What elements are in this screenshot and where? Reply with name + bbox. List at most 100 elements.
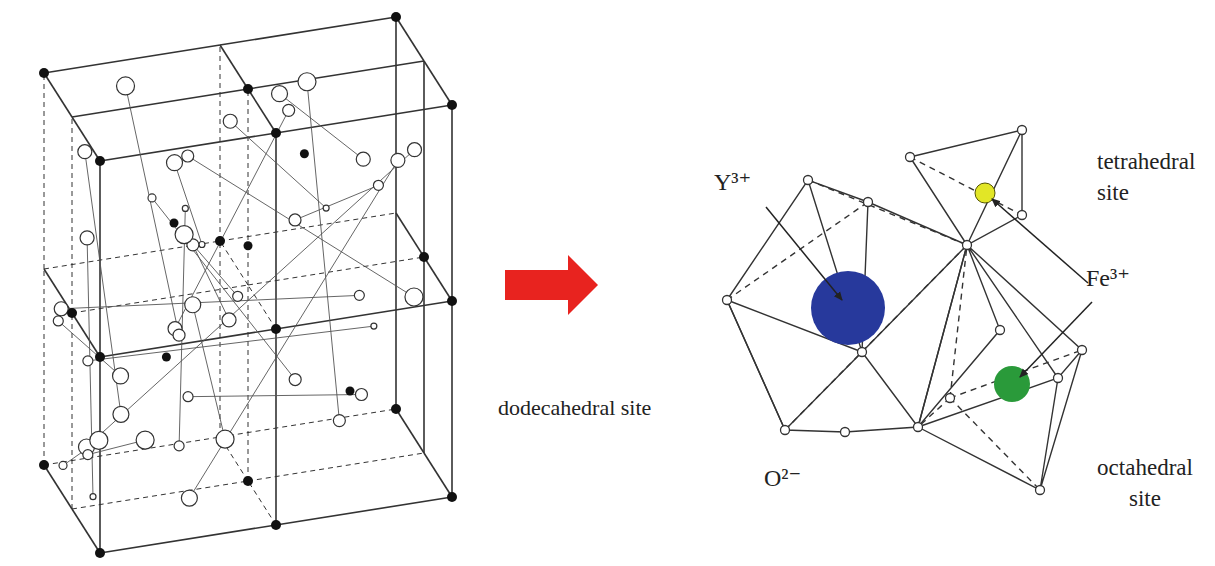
lattice-edge — [220, 45, 248, 89]
ion-open-circle — [391, 153, 405, 167]
red-arrow — [505, 255, 598, 315]
oxygen-ions — [723, 126, 1087, 495]
lattice-dot — [271, 128, 281, 138]
oxygen-vertex — [996, 326, 1005, 335]
ion-open-circle — [181, 490, 197, 506]
lattice-dot — [67, 308, 77, 318]
lattice-dot — [39, 68, 49, 78]
ion-open-circle — [117, 77, 135, 95]
ion-open-circle — [222, 313, 236, 327]
lattice-edge — [44, 73, 72, 117]
ion-open-circle — [182, 205, 188, 211]
bond-line — [86, 150, 414, 447]
lattice-edge — [220, 213, 396, 241]
lattice-edge — [220, 241, 221, 437]
ion-open-circle — [185, 297, 201, 313]
lattice-edge — [276, 105, 452, 133]
lattice-dot — [170, 219, 179, 228]
bond-line — [230, 121, 326, 208]
lattice-edge — [423, 61, 425, 257]
lattice-dot — [346, 387, 355, 396]
ion-open-circle — [199, 242, 205, 248]
lattice-dot — [447, 296, 457, 306]
oxygen-vertex — [1078, 346, 1087, 355]
ion-open-circle — [173, 329, 185, 341]
ion-open-circle — [373, 180, 383, 190]
ion-open-circle — [223, 114, 237, 128]
lattice-edge — [248, 481, 276, 525]
lattice-edge — [396, 17, 424, 61]
lattice-edge — [395, 17, 397, 213]
lattice-edge — [72, 509, 100, 553]
lattice-edge — [44, 45, 220, 73]
ion-open-circle — [174, 441, 184, 451]
lattice-edge — [248, 285, 249, 481]
lattice-dot — [215, 236, 225, 246]
bond-line — [88, 326, 374, 361]
lattice-dot — [243, 476, 253, 486]
ion-open-circle — [356, 152, 370, 166]
fe-ion-tetrahedral — [975, 183, 995, 203]
oxygen-vertex — [914, 423, 923, 432]
lattice-edge — [424, 453, 452, 497]
ion-open-circle — [54, 302, 68, 316]
ion-open-circle — [298, 73, 316, 91]
lattice-edge — [44, 437, 220, 465]
oxygen-vertex — [906, 153, 915, 162]
bond-line — [126, 86, 180, 335]
oxygen-vertex — [864, 198, 873, 207]
bond-line — [175, 110, 289, 328]
ion-open-circle — [78, 145, 92, 159]
lattice-dot — [419, 252, 429, 262]
ion-open-circle — [233, 291, 243, 301]
ion-open-circle — [333, 415, 345, 427]
ion-open-circle — [90, 431, 108, 449]
bond-line — [295, 185, 378, 220]
lattice-edge — [396, 409, 424, 453]
ion-open-circle — [405, 288, 423, 306]
ion-open-circle — [289, 374, 301, 386]
bond-line — [175, 163, 202, 245]
ion-open-circle — [59, 461, 67, 469]
lattice-edge — [248, 453, 424, 481]
lattice-edge — [423, 257, 425, 453]
oxygen-vertex — [1054, 374, 1063, 383]
ion-open-circle — [80, 231, 94, 245]
lattice-dot — [95, 352, 105, 362]
site-label: dodecahedral site — [498, 393, 651, 423]
ion-open-circle — [113, 406, 129, 422]
lattice-edge — [99, 357, 101, 553]
lattice-dot — [95, 156, 105, 166]
lattice-dot — [271, 520, 281, 530]
ion-open-circle — [175, 226, 193, 244]
oxygen-vertex — [946, 394, 955, 403]
lattice-edge — [220, 17, 396, 45]
oxygen-vertex — [841, 428, 850, 437]
site-label: octahedral site — [1084, 452, 1206, 514]
bond-line — [184, 235, 238, 297]
oxygen-vertex — [723, 296, 732, 305]
bond-line — [307, 82, 339, 421]
lattice-edge — [44, 73, 45, 269]
lattice-dot — [447, 492, 457, 502]
lattice-edge — [100, 525, 276, 553]
lattice-dot — [300, 149, 309, 158]
lattice-edge — [44, 465, 72, 509]
ion-open-circle — [90, 494, 96, 500]
lattice-edge — [100, 133, 276, 161]
ion-open-circle — [183, 392, 193, 402]
site-label: tetrahedral site — [1097, 146, 1209, 208]
oxygen-vertex — [1018, 211, 1027, 220]
ion-label: Y³⁺ — [714, 166, 751, 198]
lattice-edge — [424, 257, 452, 301]
lattice-edge — [248, 61, 424, 89]
lattice-edge — [72, 313, 73, 509]
ion-open-circle — [216, 430, 234, 448]
lattice-dot — [243, 84, 253, 94]
leader-arrows — [766, 199, 1092, 377]
lattice-edge — [451, 301, 453, 497]
oxygen-vertex — [858, 348, 867, 357]
ion-open-circle — [136, 431, 154, 449]
lattice-edge — [220, 409, 396, 437]
ion-open-circle — [83, 356, 93, 366]
